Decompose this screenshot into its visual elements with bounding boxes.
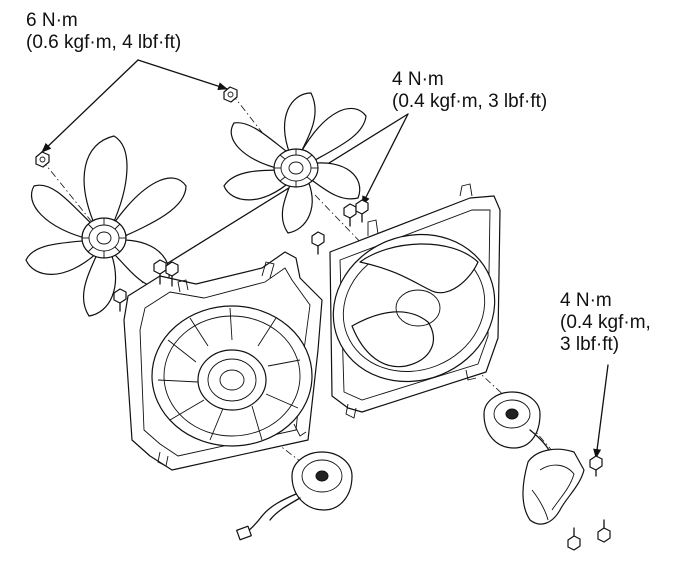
left-cooling-fan [25,135,187,317]
torque-value: 4 N·m [392,69,444,90]
torque-value: 6 N·m [26,10,78,31]
motor-cover-torque-callout: 4 N·m (0.4 kgf·m, 3 lbf·ft) [560,290,651,356]
motor-cover [522,448,585,525]
shroud-bolt-d [311,231,325,255]
leader-lines [41,59,609,459]
fan-bolt-torque-callout: 6 N·m (0.6 kgf·m, 4 lbf·ft) [26,10,181,54]
shroud-bolt-torque-callout: 4 N·m (0.4 kgf·m, 3 lbf·ft) [392,69,547,113]
right-cooling-fan [223,92,367,234]
fan-nut-right [223,86,238,103]
right-fan-shroud [329,183,501,419]
torque-conversions: (0.6 kgf·m, 4 lbf·ft) [26,32,182,53]
cover-bolt-a [589,455,603,477]
cover-bolt-c [597,519,611,543]
shroud-bolt-f [355,199,369,223]
cover-bolt-b [567,527,581,551]
shroud-bolt-e [343,203,357,227]
torque-conversion-imperial: 3 lbf·ft) [560,334,620,355]
shroud-bolt-b [165,261,179,287]
shroud-bolt-c [113,288,127,312]
fan-nut-left [35,151,50,168]
torque-conversion-metric: (0.4 kgf·m, [560,312,651,333]
torque-conversions: (0.4 kgf·m, 3 lbf·ft) [392,91,548,112]
torque-value: 4 N·m [560,290,612,311]
left-fan-shroud [123,251,323,471]
left-fan-motor [236,451,353,541]
